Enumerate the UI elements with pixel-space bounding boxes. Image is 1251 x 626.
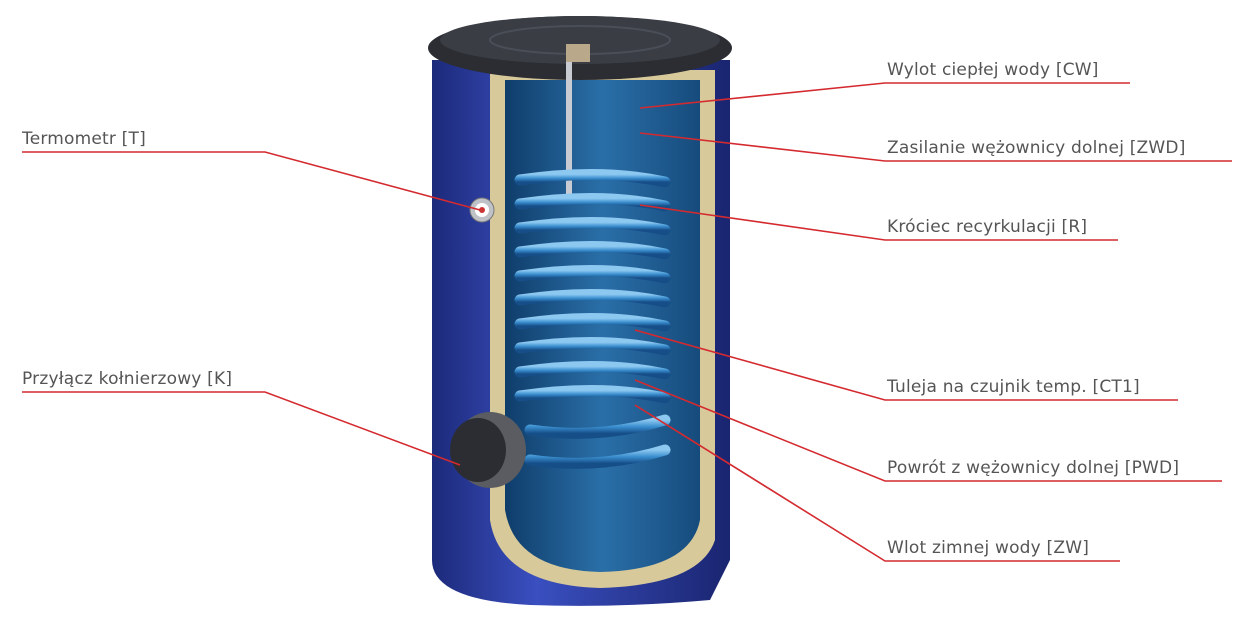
leader-t bbox=[22, 151, 481, 211]
leader-k bbox=[22, 391, 461, 466]
leader-lines bbox=[22, 82, 1232, 562]
leader-ct1 bbox=[634, 329, 1178, 401]
thermometer bbox=[469, 197, 495, 223]
label-zwd: Zasilanie wężownicy dolnej [ZWD] bbox=[887, 138, 1186, 158]
flange-connection bbox=[450, 412, 526, 488]
leader-zwd bbox=[639, 132, 1232, 162]
leader-pwd bbox=[634, 379, 1222, 482]
leader-r bbox=[639, 204, 1118, 241]
label-pwd: Powrót z wężownicy dolnej [PWD] bbox=[887, 458, 1180, 478]
label-ct1: Tuleja na czujnik temp. [CT1] bbox=[887, 377, 1140, 397]
sensor-sleeve bbox=[566, 62, 572, 202]
tank-lid bbox=[428, 16, 732, 80]
label-t: Termometr [T] bbox=[22, 129, 146, 149]
label-zw: Wlot zimnej wody [ZW] bbox=[887, 538, 1090, 558]
label-cw: Wylot ciepłej wody [CW] bbox=[887, 60, 1099, 80]
label-k: Przyłącz kołnierzowy [K] bbox=[22, 369, 233, 389]
leader-cw bbox=[639, 82, 1130, 109]
leader-zw bbox=[634, 404, 1120, 562]
heating-coil bbox=[514, 168, 671, 469]
label-r: Króciec recyrkulacji [R] bbox=[887, 217, 1088, 237]
tank-shell bbox=[432, 60, 730, 606]
